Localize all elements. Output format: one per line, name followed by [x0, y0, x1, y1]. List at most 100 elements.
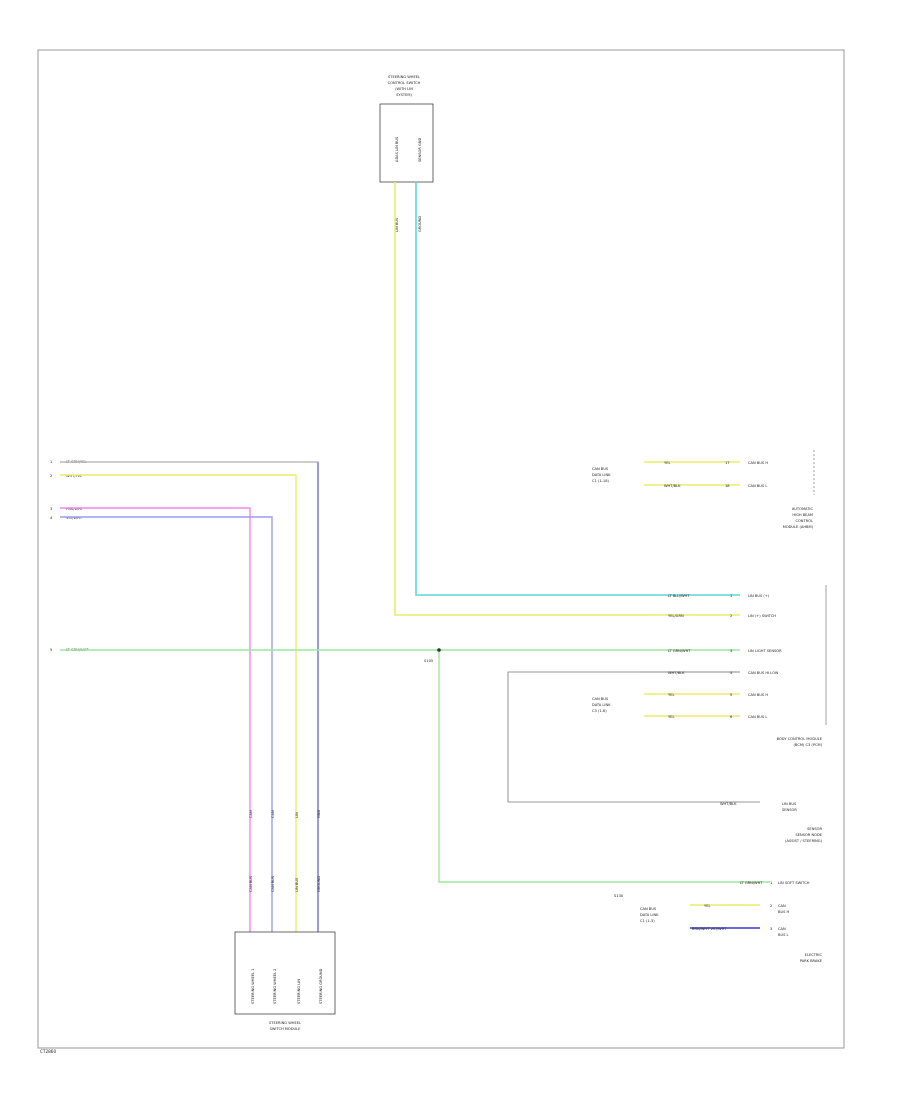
right-upper-row1-pin: 17 [725, 461, 730, 465]
rb-row2-pin: 2 [770, 904, 772, 908]
rm-row4-label: CAN BUS HI LOW [748, 671, 779, 675]
rm-row4-color: WHT/BLK [668, 671, 685, 675]
vwire-4-bottom: GROUND [317, 876, 321, 892]
rb-side-1: CAN BUS [640, 907, 657, 911]
bottom-module-pin-4: STEERING GROUND [319, 968, 323, 1004]
right-bottom-title-1: ELECTRIC [805, 953, 823, 957]
right-upper-title-2: HIGH BEAM [792, 513, 813, 517]
rb-side-3: C1 (1-3) [640, 919, 655, 923]
rm-row5-color: YEL [668, 693, 674, 697]
bottom-module-box [234, 931, 336, 1015]
right-upper-title-1: AUTOMATIC [792, 507, 814, 511]
right-upper-row2-label: CAN BUS L [748, 484, 767, 488]
rb-row2-color: YEL [704, 904, 710, 908]
right-bottom-title-2: PARK BRAKE [800, 959, 823, 963]
rm-row4-pin: 4 [730, 671, 733, 675]
right-bottom-connector: LT GRN/WHT 1 LIN SOFT SWITCH YEL 2 CAN B… [640, 881, 823, 963]
top-module-title-3: (WITH LIN [395, 87, 413, 91]
rb-row2-sub: BUS H [778, 910, 790, 914]
rm-row5-pin: 5 [730, 693, 732, 697]
rm-row1-label: LIN BUS (+) [748, 594, 770, 598]
rm-row6-pin: 6 [730, 715, 733, 719]
splice-label: S105 [424, 659, 433, 663]
rb-row3-label: CAN [778, 927, 786, 931]
vertical-wire-labels: CAN CAN LIN GND CAN BUS CAN BUS LIN BUS … [249, 810, 321, 892]
rm-row3-color: LT GRN/WHT [668, 649, 691, 653]
left-conn-3-label: PNK/WHT [66, 507, 84, 511]
vwire-4-top: GND [317, 810, 321, 818]
vwire-3-bottom: LIN BUS [295, 877, 299, 892]
rm-row1-color: LT BLU/WHT [668, 594, 690, 598]
right-lower-title-3: (ASSIST / STEERING) [785, 839, 823, 843]
rb-row1-pin: 1 [770, 881, 772, 885]
left-conn-5-num: 5 [50, 648, 52, 652]
gray-loop-wire [507, 671, 760, 803]
top-module-pin-1: ADAS LIN BUS [395, 136, 399, 162]
bottom-splice-label: S130 [614, 894, 624, 898]
splice-dot [437, 648, 441, 652]
bottom-module-title-2: SWITCH MODULE [270, 1027, 302, 1031]
rl-row-color: WHT/BLK [720, 802, 737, 806]
top-module-title-1: STEERING WHEEL [388, 75, 420, 79]
top-wire-label-1: LIN BUS [395, 217, 399, 232]
rm-row5-label: CAN BUS H [748, 693, 768, 697]
bottom-module-pin-2: STEERING WHEEL 2 [273, 969, 277, 1004]
bottom-module: STEERING WHEEL 1 STEERING WHEEL 2 STEERI… [234, 931, 336, 1031]
right-lower-title-2: SENSOR NODE [795, 833, 822, 837]
right-upper-row1-label: CAN BUS H [748, 461, 768, 465]
left-conn-4-num: 4 [50, 516, 53, 520]
rl-row-label: LIN BUS [782, 802, 797, 806]
left-conn-1-num: 1 [50, 460, 52, 464]
right-upper-row1-color: YEL [664, 461, 670, 465]
rm-row3-pin: 3 [730, 649, 732, 653]
rm-row1-pin: 1 [730, 594, 732, 598]
diagram-border [37, 49, 845, 1049]
yellow-wire-top [394, 182, 640, 616]
right-upper-row2-color: WHT/BLK [664, 484, 681, 488]
top-wire-label-2: GROUND [418, 216, 422, 232]
rb-row3-sub: BUS L [778, 933, 789, 937]
bottom-module-title-1: STEERING WHEEL [269, 1021, 301, 1025]
rm-row6-label: CAN BUS L [748, 715, 767, 719]
rm-row3-label: LIN LIGHT SENSOR [748, 649, 782, 653]
rb-row2-label: CAN [778, 904, 786, 908]
right-middle-connector: LT BLU/WHT 1 LIN BUS (+) YEL/GRN 2 LIN (… [507, 585, 827, 803]
rm-row6-color: YEL [668, 715, 674, 719]
gray-wire-left-1 [60, 461, 319, 932]
vwire-2-bottom: CAN BUS [271, 875, 275, 892]
rb-row3-color: BRN/WHT VIO/WHT [692, 927, 727, 931]
right-upper-side-2: DATA LINK [592, 473, 611, 477]
right-upper-side-1: CAN BUS [592, 467, 609, 471]
left-conn-4-label: VIO/WHT [66, 516, 83, 520]
bottom-module-pin-3: STEERING LIN [297, 979, 301, 1004]
rm-row2-label: LIN (+) SWITCH [748, 614, 776, 618]
right-upper-title-4: MODULE (AHBM) [783, 525, 814, 529]
rb-row3-pin: 3 [770, 927, 772, 931]
vwire-1-bottom: CAN BUS [249, 875, 253, 892]
left-conn-2-label: WHT/YEL [66, 474, 82, 478]
rm-row2-pin: 2 [730, 614, 732, 618]
rl-row-sub: SENSOR [782, 808, 797, 812]
rm-side-3: C3 (1-6) [592, 709, 607, 713]
magenta-wire-left [60, 507, 251, 932]
left-connectors: 1 LT GRN/YEL 2 WHT/YEL 3 PNK/WHT 4 VIO/W… [50, 460, 89, 652]
left-wires [60, 461, 640, 932]
left-conn-3-num: 3 [50, 507, 52, 511]
rb-side-2: DATA LINK [640, 913, 659, 917]
right-upper-side-3: C1 (1-18) [592, 479, 609, 483]
right-upper-connector: CAN BUS DATA LINK C1 (1-18) YEL 17 CAN B… [592, 450, 815, 529]
top-module-title-4: SYSTEM) [396, 93, 412, 97]
right-lower-connector: WHT/BLK LIN BUS SENSOR SENSOR SENSOR NOD… [720, 802, 823, 843]
rm-row2-color: YEL/GRN [668, 614, 684, 618]
vwire-2-top: CAN [271, 810, 275, 818]
right-lower-title-1: SENSOR [807, 827, 822, 831]
rm-side-2: DATA LINK [592, 703, 611, 707]
rm-side-1: CAN BUS [592, 697, 609, 701]
top-module-title-2: CONTROL SWITCH [388, 81, 421, 85]
top-module-pin-2: SENSOR GND [418, 138, 422, 162]
top-module-wires [394, 182, 640, 616]
vwire-1-top: CAN [249, 810, 253, 818]
violet-wire-left [60, 516, 273, 932]
vwire-3-top: LIN [295, 812, 299, 818]
